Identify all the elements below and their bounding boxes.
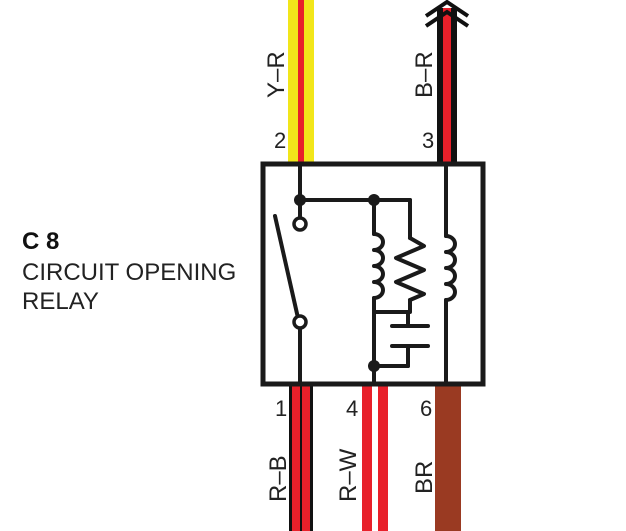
switch-contact — [292, 314, 308, 330]
wire-label: R–W — [335, 448, 362, 502]
wire-label: BR — [411, 461, 438, 494]
wire-r-b[interactable] — [289, 384, 313, 531]
component-name: CIRCUIT OPENING RELAY — [22, 259, 237, 315]
junction-dot — [294, 194, 306, 206]
wire-r-w[interactable] — [362, 384, 388, 531]
wire-b-r[interactable] — [437, 8, 457, 164]
pin-number: 1 — [275, 396, 287, 421]
continuation-arrow-icon — [424, 0, 470, 28]
wire-label: B–R — [411, 51, 438, 98]
pin-number: 6 — [420, 396, 432, 421]
pin-number: 4 — [346, 396, 358, 421]
pin-number: 2 — [274, 128, 286, 153]
junction-dot — [368, 194, 380, 206]
component-code: C 8 — [22, 228, 60, 255]
switch-contact — [292, 216, 308, 232]
wire-label: R–B — [265, 455, 292, 502]
wire-br[interactable] — [435, 384, 461, 531]
wire-y-r[interactable] — [288, 0, 314, 164]
wire-label: Y–R — [263, 51, 290, 98]
junction-dot — [368, 360, 380, 372]
pin-number: 3 — [422, 128, 434, 153]
